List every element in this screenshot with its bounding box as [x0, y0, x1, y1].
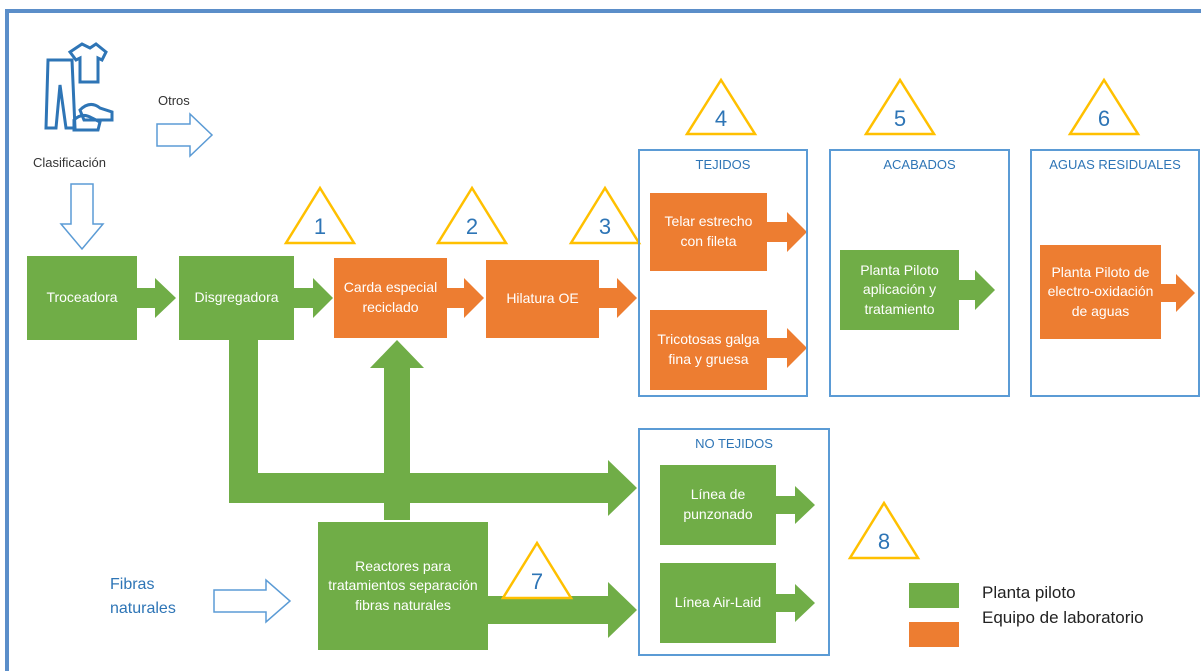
- node-telar: Telar estrecho con fileta: [650, 193, 767, 271]
- marker-8: 8: [878, 529, 890, 554]
- otros-arrow: [156, 112, 214, 158]
- arrow-disgregadora-carda: [293, 278, 333, 318]
- arrow-carda-hilatura: [446, 278, 484, 318]
- clothing-icon: [44, 42, 114, 132]
- triangle-2: [435, 185, 509, 245]
- node-disgregadora: Disgregadora: [179, 256, 294, 340]
- fibras-naturales-label: Fibras naturales: [110, 576, 176, 617]
- triangle-6: [1067, 77, 1141, 136]
- node-planta-aguas: Planta Piloto de electro-oxidación de ag…: [1040, 245, 1161, 339]
- node-carda: Carda especial reciclado: [334, 258, 447, 338]
- marker-3: 3: [599, 214, 611, 239]
- group-aguas-residuales: AGUAS RESIDUALES: [1030, 149, 1200, 397]
- step-triangles: [283, 77, 1141, 600]
- marker-2: 2: [466, 214, 478, 239]
- clasificacion-label: Clasificación: [33, 155, 106, 170]
- triangle-8: [847, 500, 921, 560]
- triangle-4: [684, 77, 758, 136]
- arrow-disgregadora-notejidos: [229, 337, 637, 516]
- group-acabados: ACABADOS: [829, 149, 1010, 397]
- group-no-tejidos: NO TEJIDOS: [638, 428, 830, 656]
- arrow-acabados-out: [958, 270, 995, 310]
- marker-6: 6: [1098, 106, 1110, 131]
- marker-1: 1: [314, 214, 326, 239]
- node-tricotosas: Tricotosas galga fina y gruesa: [650, 310, 767, 390]
- group-acabados-title: ACABADOS: [883, 157, 956, 172]
- node-hilatura: Hilatura OE: [486, 260, 599, 338]
- arrow-telar-out: [766, 212, 807, 252]
- triangle-1: [283, 185, 357, 245]
- arrow-punzonado-out: [775, 486, 815, 524]
- triangle-5: [863, 77, 937, 136]
- legend-green-label: Planta piloto: [982, 583, 1076, 602]
- arrow-tricotosas-out: [766, 328, 807, 368]
- otros-label: Otros: [158, 93, 190, 108]
- node-planta-acabados: Planta Piloto aplicación y tratamiento: [840, 250, 959, 330]
- node-punzonado: Línea de punzonado: [660, 465, 776, 545]
- triangle-7: [500, 540, 574, 600]
- orange-flow-arrows: [446, 212, 1195, 368]
- arrow-hilatura-tejidos: [598, 278, 637, 318]
- marker-7: 7: [531, 569, 543, 594]
- arrow-reactores-carda: [370, 340, 424, 520]
- marker-4: 4: [715, 106, 727, 131]
- diagram-frame: [5, 9, 1201, 671]
- arrow-airlaid-out: [775, 584, 815, 622]
- triangle-3: [568, 185, 642, 245]
- node-airlaid: Línea Air-Laid: [660, 563, 776, 643]
- group-aguas-title: AGUAS RESIDUALES: [1049, 157, 1181, 172]
- fibras-arrow: [213, 578, 292, 624]
- legend-orange-label: Equipo de laboratorio: [982, 608, 1144, 627]
- arrow-troceadora-disgregadora: [135, 278, 176, 318]
- marker-5: 5: [894, 106, 906, 131]
- clasificacion-arrow: [59, 183, 105, 251]
- group-notejidos-title: NO TEJIDOS: [695, 436, 773, 451]
- node-reactores: Reactores para tratamientos separación f…: [318, 522, 488, 650]
- legend-orange-swatch: [909, 622, 959, 647]
- arrow-aguas-out: [1160, 274, 1195, 312]
- legend-green-swatch: [909, 583, 959, 608]
- node-troceadora: Troceadora: [27, 256, 137, 340]
- group-tejidos: TEJIDOS: [638, 149, 808, 397]
- group-tejidos-title: TEJIDOS: [695, 157, 751, 172]
- triangle-numbers: 1 2 3 4 5 6 7 8: [314, 106, 1110, 594]
